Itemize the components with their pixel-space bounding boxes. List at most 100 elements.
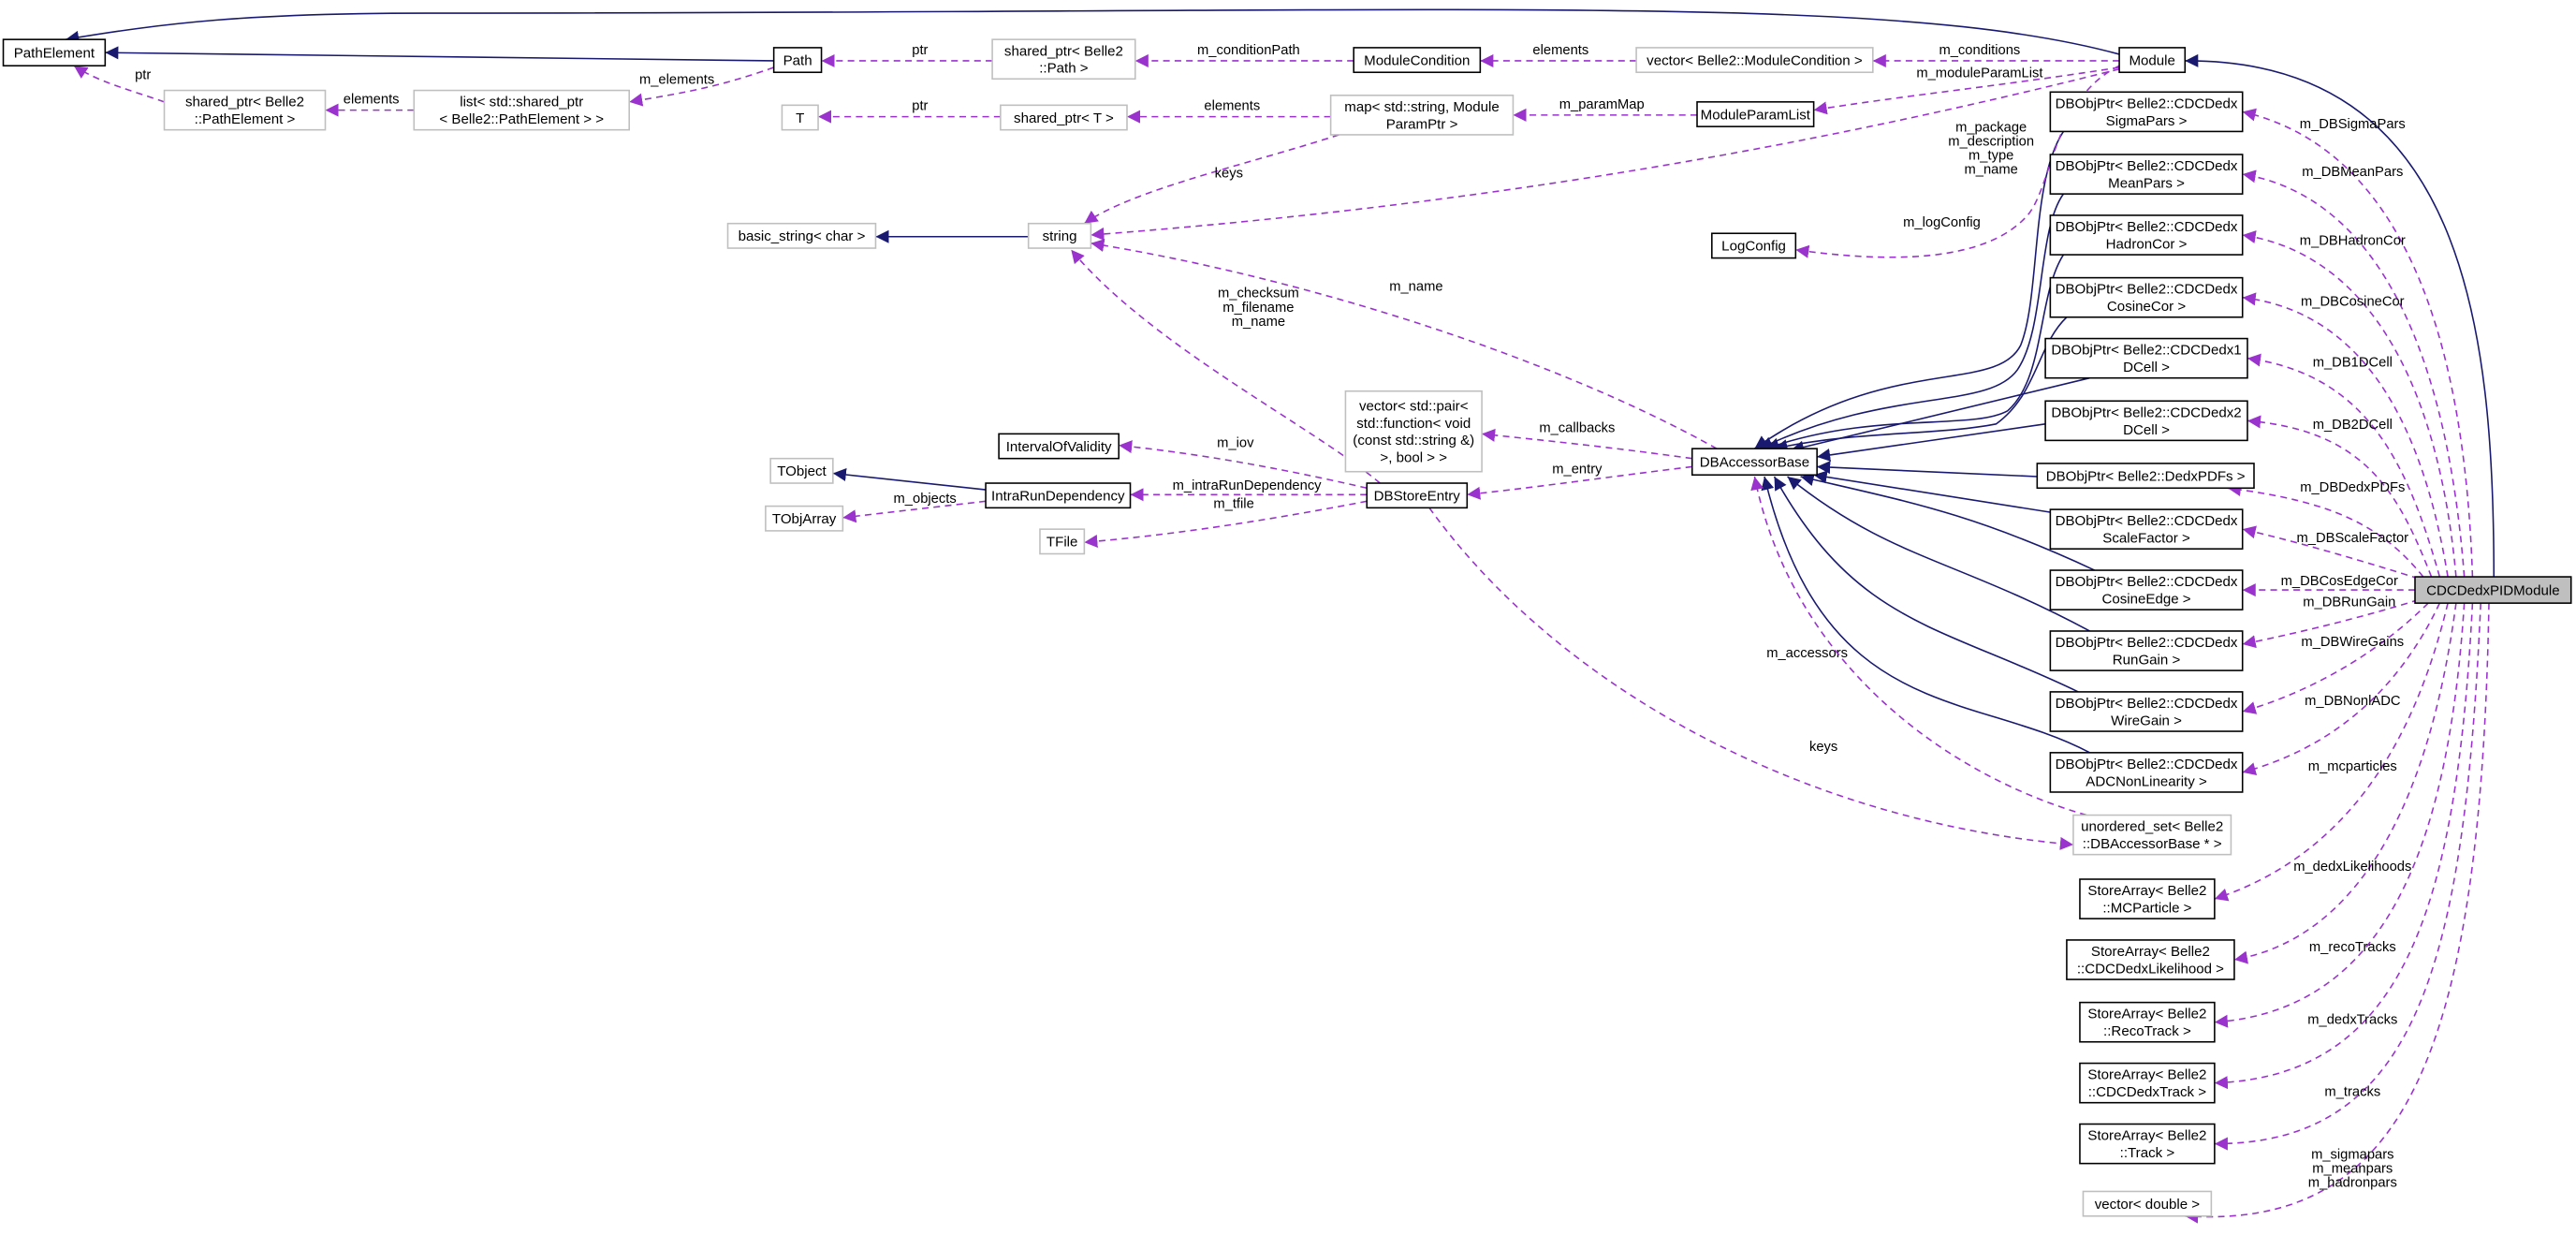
edge-line xyxy=(2242,602,2429,714)
node-label: basic_string< char > xyxy=(739,228,866,244)
class-node-iov[interactable]: IntervalOfValidity xyxy=(998,433,1120,460)
class-node-vecdbl[interactable]: vector< double > xyxy=(2082,1190,2213,1217)
node-box xyxy=(2066,939,2235,980)
class-node-dedxtrk[interactable]: StoreArray< Belle2::CDCDedxTrack > xyxy=(2079,1062,2216,1104)
usage-edge-mpl-to-map: m_paramMap xyxy=(1513,97,1698,122)
node-box xyxy=(1696,101,1815,127)
class-node-dbab[interactable]: DBAccessorBase xyxy=(1690,448,1818,477)
node-box xyxy=(2044,400,2248,442)
class-node-modcond[interactable]: ModuleCondition xyxy=(1353,47,1482,74)
usage-edge-module-to-vec_modcond: m_conditions xyxy=(1872,43,2120,67)
class-node-tobject[interactable]: TObject xyxy=(769,457,834,484)
class-node-sp_path[interactable]: shared_ptr< Belle2::Path > xyxy=(991,38,1136,81)
node-box xyxy=(991,38,1136,81)
node-box xyxy=(985,482,1132,509)
class-node-vec_modcond[interactable]: vector< Belle2::ModuleCondition > xyxy=(1635,47,1874,74)
edge-label: m_DB1DCell xyxy=(2313,355,2393,370)
node-box xyxy=(2049,752,2244,793)
node-label: StoreArray< Belle2 xyxy=(2087,1007,2206,1022)
class-node-adc[interactable]: DBObjPtr< Belle2::CDCDedxADCNonLinearity… xyxy=(2049,752,2244,793)
edge-label: m_conditions xyxy=(1939,43,2020,58)
inheritance-edge-cosedge-to-dbab xyxy=(1800,473,2096,571)
node-box xyxy=(2049,691,2244,732)
class-node-sp_pe[interactable]: shared_ptr< Belle2::PathElement > xyxy=(163,89,327,131)
edge-line xyxy=(1753,130,2065,449)
inheritance-edge-pdfs-to-dbab xyxy=(1817,461,2038,478)
class-node-module[interactable]: Module xyxy=(2118,47,2187,74)
usage-edge-main-to-scale: m_DBScaleFactor xyxy=(2242,525,2419,580)
edge-line xyxy=(1083,134,1339,225)
edge-line xyxy=(2233,603,2457,964)
node-box xyxy=(1039,528,1086,555)
node-box xyxy=(163,89,327,131)
node-label: std::function< void xyxy=(1356,416,1471,432)
class-node-main[interactable]: CDCDedxPIDModule xyxy=(2414,576,2572,604)
edge-label: elements xyxy=(1532,43,1588,58)
edge-label: m_filename xyxy=(1222,301,1294,316)
class-node-intra[interactable]: IntraRunDependency xyxy=(985,482,1132,509)
class-node-dbse[interactable]: DBStoreEntry xyxy=(1366,482,1469,509)
class-node-track[interactable]: StoreArray< Belle2::Track > xyxy=(2079,1123,2216,1165)
class-node-basic[interactable]: basic_string< char > xyxy=(726,222,877,249)
node-box xyxy=(2118,47,2187,74)
inheritance-edge-hadron-to-dbab xyxy=(1765,254,2065,451)
node-label: CosineCor > xyxy=(2107,299,2186,315)
edge-line xyxy=(1795,65,2120,258)
node-label: DBObjPtr< Belle2::CDCDedx xyxy=(2056,282,2238,298)
edge-line xyxy=(2242,230,2457,578)
class-node-uset[interactable]: unordered_set< Belle2::DBAccessorBase * … xyxy=(2072,814,2232,856)
edge-line xyxy=(1084,500,1368,549)
node-label: DCell > xyxy=(2123,422,2170,438)
edge-label: m_callbacks xyxy=(1539,421,1615,436)
class-node-reco[interactable]: StoreArray< Belle2::RecoTrack > xyxy=(2079,1001,2216,1043)
class-node-logcfg[interactable]: LogConfig xyxy=(1711,232,1797,259)
edge-label: m_paramMap xyxy=(1559,97,1645,112)
class-node-vecpair[interactable]: vector< std::pair<std::function< void(co… xyxy=(1344,390,1483,473)
node-box xyxy=(2049,91,2244,133)
edge-label: m_accessors xyxy=(1766,646,1848,661)
node-label: HadronCor > xyxy=(2106,236,2188,252)
class-node-pathelement[interactable]: PathElement xyxy=(2,38,107,67)
node-label: ::DBAccessorBase * > xyxy=(2083,836,2222,852)
class-node-mpl[interactable]: ModuleParamList xyxy=(1696,101,1815,127)
edge-line xyxy=(1800,473,2096,571)
node-label: DBStoreEntry xyxy=(1374,488,1461,504)
class-node-path[interactable]: Path xyxy=(772,47,823,74)
edge-label: ptr xyxy=(912,99,928,114)
class-node-pdfs[interactable]: DBObjPtr< Belle2::DedxPDFs > xyxy=(2036,463,2255,490)
edge-label: m_DBRunGain xyxy=(2303,595,2395,610)
edge-label: m_intraRunDependency xyxy=(1173,478,1323,493)
class-node-tobjarray[interactable]: TObjArray xyxy=(765,505,844,532)
class-node-tfile[interactable]: TFile xyxy=(1039,528,1086,555)
node-label: TObjArray xyxy=(772,511,837,527)
edge-label: keys xyxy=(1809,740,1837,755)
class-node-list[interactable]: list< std::shared_ptr< Belle2::PathEleme… xyxy=(413,89,630,131)
edge-label: m_name xyxy=(1389,280,1442,295)
usage-edge-intra-to-tobjarray: m_objects xyxy=(842,492,987,523)
class-node-sp_T[interactable]: shared_ptr< T > xyxy=(1000,104,1128,131)
usage-edge-main-to-cell1: m_DB1DCell xyxy=(2247,353,2441,578)
class-node-T[interactable]: T xyxy=(781,104,819,131)
node-box xyxy=(413,89,630,131)
usage-edge-module-to-logcfg: m_logConfig xyxy=(1795,65,2120,258)
node-label: vector< Belle2::ModuleCondition > xyxy=(1647,52,1863,68)
edge-label: m_DBWireGains xyxy=(2301,635,2404,650)
edge-label: m_meanpars xyxy=(2312,1161,2393,1176)
edge-line xyxy=(2242,292,2449,578)
class-node-mcp[interactable]: StoreArray< Belle2::MCParticle > xyxy=(2079,878,2216,919)
nodes-layer: PathElement Path shared_ptr< Belle2::Path … xyxy=(2,38,2572,1217)
class-node-lik[interactable]: StoreArray< Belle2::CDCDedxLikelihood > xyxy=(2066,939,2235,980)
class-node-string[interactable]: string xyxy=(1027,222,1092,249)
